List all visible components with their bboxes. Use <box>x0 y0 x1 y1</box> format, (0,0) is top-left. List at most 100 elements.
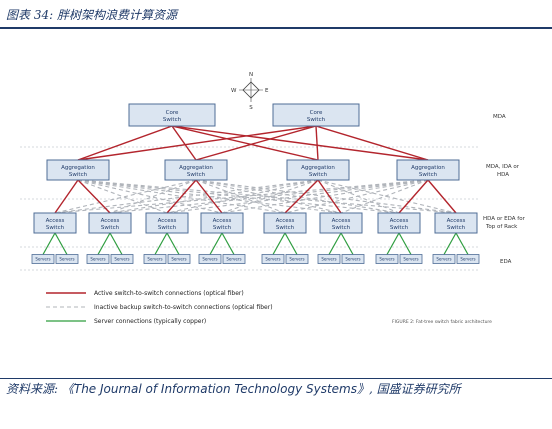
active-link-agg-access <box>77 179 111 214</box>
server-box: Servers <box>261 254 285 264</box>
source-suffix: 》, 国盛证券研究所 <box>356 382 461 396</box>
inactive-link <box>77 179 342 214</box>
server-label: Servers <box>147 257 162 262</box>
active-link-core-agg <box>77 125 317 161</box>
server-box: Servers <box>31 254 55 264</box>
access-switch-6-label-2: Switch <box>332 225 351 231</box>
server-label: Servers <box>202 257 217 262</box>
inactive-link <box>77 179 457 214</box>
aggregation-switch-3-label-1: Aggregation <box>301 165 335 171</box>
compass-icon: N S E W <box>231 72 269 111</box>
legend-inactive: Inactive backup switch-to-switch connect… <box>94 304 273 311</box>
inactive-link <box>109 179 429 214</box>
server-box: Servers <box>222 254 246 264</box>
server-label: Servers <box>265 257 280 262</box>
active-link-agg-access <box>195 179 223 214</box>
active-link-core-agg <box>77 125 173 161</box>
server-link <box>42 232 56 255</box>
server-link <box>455 232 469 255</box>
top-divider <box>0 27 552 29</box>
active-link-agg-access <box>166 179 197 214</box>
core-switch-1-label-2: Switch <box>163 117 182 123</box>
inactive-link <box>195 179 457 214</box>
server-box: Servers <box>432 254 456 264</box>
server-link <box>284 232 298 255</box>
server-box: Servers <box>110 254 134 264</box>
access-switch-5-label-2: Switch <box>276 225 295 231</box>
server-label: Servers <box>59 257 74 262</box>
active-link-core-agg <box>171 125 429 161</box>
inactive-link <box>109 179 319 214</box>
server-box: Servers <box>198 254 222 264</box>
access-switch-1-label-2: Switch <box>46 225 65 231</box>
tier-label-hda-eda-1: HDA or EDA for <box>483 216 526 222</box>
active-link-agg-access <box>54 179 79 214</box>
access-switch-7-label-2: Switch <box>390 225 409 231</box>
server-label: Servers <box>403 257 418 262</box>
access-switch-5-label-1: Access <box>276 218 295 224</box>
aggregation-switch-4-label-1: Aggregation <box>411 165 445 171</box>
inactive-link <box>77 179 223 214</box>
source-prefix: 资料来源: 《 <box>6 382 74 396</box>
access-switch-3-label-2: Switch <box>158 225 177 231</box>
inactive-link <box>77 179 168 214</box>
server-link <box>443 232 457 255</box>
server-box: Servers <box>167 254 191 264</box>
access-switch-8-label-2: Switch <box>447 225 466 231</box>
server-link <box>97 232 111 255</box>
aggregation-switch-1-label-2: Switch <box>69 172 88 178</box>
access-switch-8-label-1: Access <box>447 218 466 224</box>
aggregation-switch-2-label-1: Aggregation <box>179 165 213 171</box>
server-box: Servers <box>375 254 399 264</box>
server-link <box>109 232 123 255</box>
tier-label-mda-hda-2: HDA <box>497 172 509 178</box>
active-link-agg-access <box>284 179 319 214</box>
active-link-core-agg <box>171 125 319 161</box>
server-box: Servers <box>143 254 167 264</box>
legend: Active switch-to-switch connections (opt… <box>46 290 273 325</box>
server-label: Servers <box>321 257 336 262</box>
inactive-link <box>317 179 400 214</box>
server-label: Servers <box>90 257 105 262</box>
server-label: Servers <box>436 257 451 262</box>
tier-label-mda-hda-1: MDA, IDA or <box>486 164 520 170</box>
server-box: Servers <box>285 254 309 264</box>
server-link <box>328 232 342 255</box>
figure-caption: 图表 34: 胖树架构浪费计算资源 <box>6 8 177 22</box>
server-link <box>54 232 68 255</box>
server-link <box>221 232 235 255</box>
access-switch-6-label-1: Access <box>332 218 351 224</box>
server-label: Servers <box>114 257 129 262</box>
access-switch-2-label-1: Access <box>101 218 120 224</box>
compass-n: N <box>249 72 253 78</box>
core-switch-2-label-1: Core <box>310 110 323 116</box>
tier-label-hda-eda-2: Top of Rack <box>485 224 518 230</box>
server-label: Servers <box>171 257 186 262</box>
server-label: Servers <box>379 257 394 262</box>
inactive-link <box>195 179 286 214</box>
server-box: Servers <box>55 254 79 264</box>
aggregation-switch-2-label-2: Switch <box>187 172 206 178</box>
active-link-core-agg <box>315 125 319 161</box>
active-link-agg-access <box>317 179 342 214</box>
legend-active: Active switch-to-switch connections (opt… <box>94 290 244 297</box>
server-label: Servers <box>289 257 304 262</box>
active-link-agg-access <box>427 179 457 214</box>
tier-label-eda: EDA <box>500 259 512 265</box>
aggregation-switch-4-label-2: Switch <box>419 172 438 178</box>
access-switch-4-label-1: Access <box>213 218 232 224</box>
server-label: Servers <box>35 257 50 262</box>
access-switch-2-label-2: Switch <box>101 225 120 231</box>
inactive-link <box>54 179 197 214</box>
inactive-link <box>195 179 400 214</box>
